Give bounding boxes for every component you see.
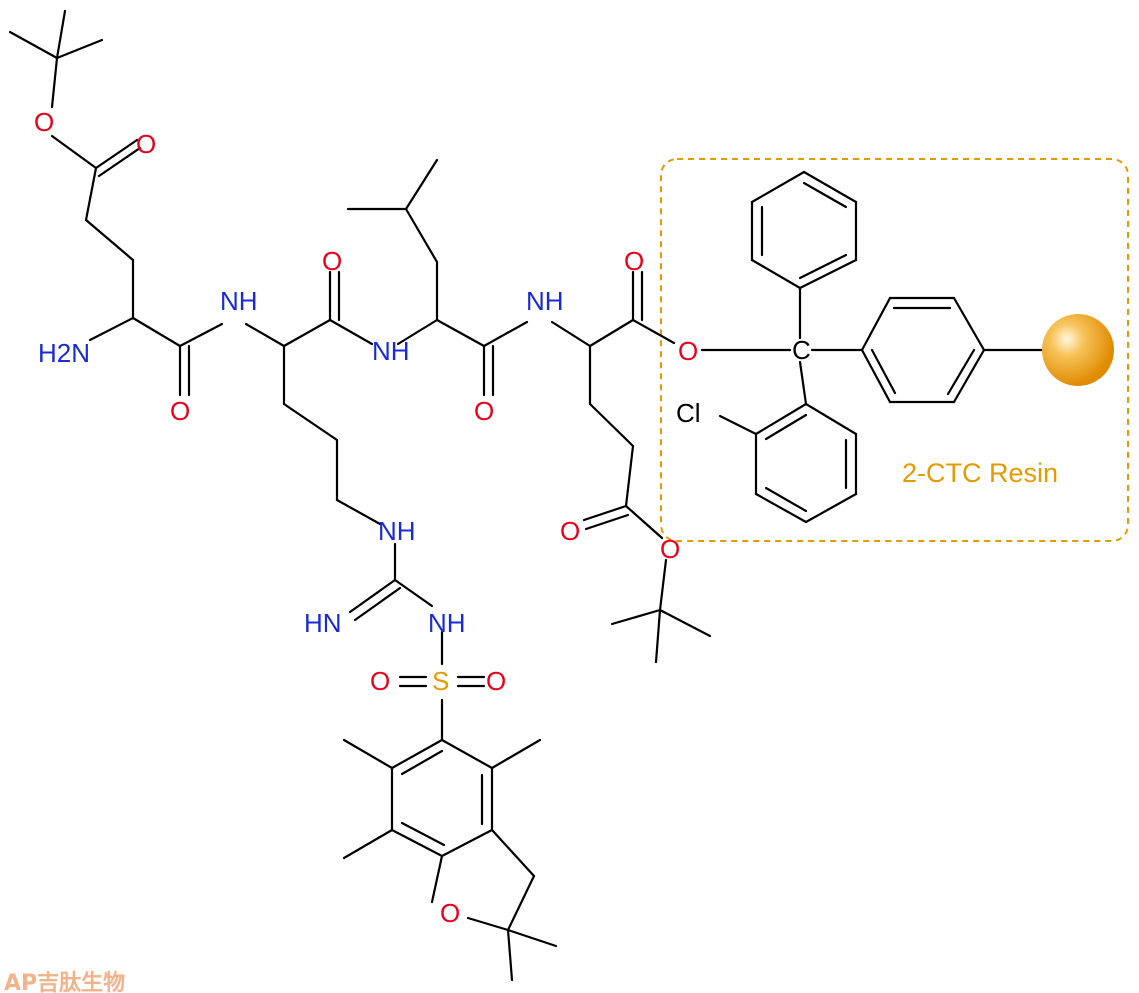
atom-o12: O — [440, 898, 460, 928]
atom-nh1: NH — [220, 286, 258, 316]
atom-o7: O — [678, 336, 698, 366]
atom-c-trityl: C — [792, 335, 811, 365]
orange-sphere-icon — [1042, 314, 1114, 386]
atom-o2: O — [136, 129, 156, 159]
atom-nh-d: NH — [378, 516, 416, 546]
atom-nh2: H2N — [38, 338, 90, 368]
atom-o11: O — [486, 666, 506, 696]
resin-label: 2-CTC Resin — [902, 458, 1058, 488]
atom-o6: O — [624, 246, 644, 276]
bonds — [8, 9, 1044, 982]
atom-o4: O — [322, 246, 342, 276]
atom-nh-f: NH — [428, 608, 466, 638]
atom-o9: O — [660, 534, 680, 564]
company-logo: AP吉肽生物 — [4, 970, 125, 993]
atom-o3: O — [170, 396, 190, 426]
atom-nh-b: NH — [372, 336, 410, 366]
atom-o8: O — [560, 516, 580, 546]
atom-hn-e: HN — [304, 608, 342, 638]
atom-nh-c: NH — [526, 286, 564, 316]
atom-s1: S — [432, 666, 449, 696]
atom-o5: O — [474, 396, 494, 426]
atom-o1: O — [34, 107, 54, 137]
atom-labels: O O H2N O NH O NH O NH O O O O NH HN NH … — [34, 107, 811, 928]
atom-cl: Cl — [676, 398, 701, 428]
atom-o10: O — [370, 666, 390, 696]
